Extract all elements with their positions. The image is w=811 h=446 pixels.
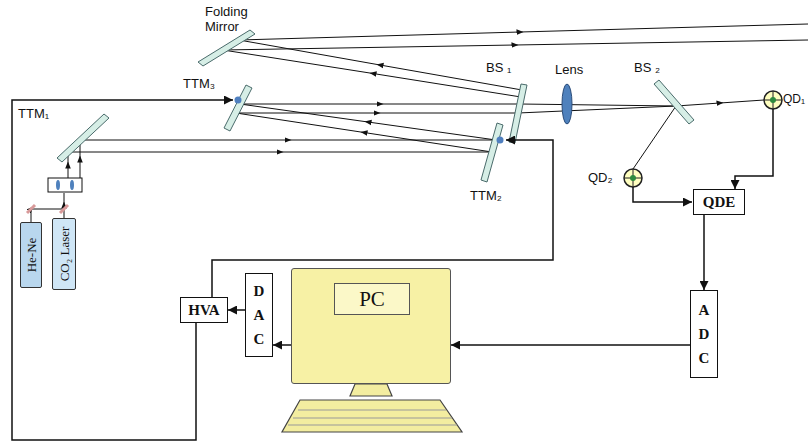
- laser-beams: [520, 104, 676, 106]
- quadrant-detector: [624, 169, 642, 187]
- small-mirrors: [60, 205, 68, 213]
- node-text: He-Ne: [24, 238, 39, 273]
- pc-monitor: PC: [291, 268, 451, 384]
- node-text: HVA: [188, 301, 219, 319]
- node-text: CO₂ Laser: [57, 227, 72, 282]
- part-label: Lens: [555, 62, 583, 77]
- laser-beams: [240, 104, 520, 105]
- quadrant-detector: [764, 91, 782, 109]
- laser-beams: [236, 113, 492, 152]
- laser-beams: [518, 106, 676, 113]
- beam-splitter: [654, 80, 694, 124]
- monitor-screen: PC: [334, 283, 410, 315]
- part-label: BS ₁: [486, 60, 511, 75]
- part-label: BS ₂: [634, 60, 660, 75]
- beam-expander: [70, 180, 74, 190]
- laser-beams: [240, 104, 496, 140]
- laser-beams: [239, 24, 808, 40]
- signal-wires: [12, 100, 773, 440]
- part-label: TTM₃: [183, 76, 215, 91]
- tip-tilt-mirror: [57, 114, 109, 162]
- quadrant-detector: [764, 91, 782, 109]
- laser-beams: [80, 140, 496, 141]
- lens-symbol: [562, 84, 572, 124]
- folding-mirror: [198, 30, 255, 66]
- quadrant-detector: [624, 169, 642, 187]
- small-mirrors: [27, 205, 68, 213]
- laser-beams: [68, 152, 492, 153]
- part-label: TTM₂: [470, 188, 502, 203]
- monitor-base: [288, 410, 457, 425]
- tip-tilt-mirror: [481, 123, 503, 182]
- laser-beams: [64, 193, 65, 218]
- signal-connector: [273, 344, 291, 346]
- node-text: PC: [359, 287, 385, 311]
- laser-beams: [676, 100, 764, 106]
- laser-beams: [223, 50, 521, 97]
- quadrant-detector: [630, 175, 636, 181]
- signal-connector: [228, 309, 245, 311]
- laser-beams: [223, 40, 808, 50]
- qde-box: QDE: [693, 189, 745, 215]
- node-text: DAC: [252, 279, 267, 351]
- beam-expander: [56, 180, 60, 190]
- part-label: QD₁: [783, 92, 805, 107]
- actuator-dot: [235, 97, 242, 104]
- mirrors: [57, 30, 694, 182]
- quadrant-detector: [624, 91, 782, 187]
- signal-connector: [451, 344, 690, 346]
- node-text: QDE: [703, 193, 736, 211]
- monitor-base: [282, 400, 462, 432]
- laser-tube: He-Ne: [20, 222, 42, 288]
- signal-connector: [703, 215, 705, 290]
- actuator-dot: [497, 137, 504, 144]
- tip-tilt-mirror: [224, 85, 252, 131]
- signal-wires: [735, 109, 773, 189]
- dac-box: DAC: [245, 273, 273, 357]
- part-label: Folding Mirror: [205, 4, 263, 34]
- monitor-base: [282, 384, 462, 432]
- signal-wires: [12, 100, 233, 440]
- beam-expander: [48, 178, 82, 192]
- part-label: TTM₁: [18, 106, 49, 121]
- quadrant-detector: [770, 97, 776, 103]
- beam-expander: [48, 178, 82, 192]
- beam-splitter: [509, 84, 527, 143]
- hva-box: HVA: [180, 297, 228, 323]
- laser-tube: CO₂ Laser: [52, 218, 76, 290]
- part-label: QD₂: [588, 170, 613, 185]
- laser-beams: [236, 113, 518, 114]
- laser-beams: [31, 24, 808, 222]
- adc-box: ADC: [690, 290, 718, 378]
- node-text: ADC: [697, 298, 712, 370]
- monitor-base: [350, 384, 392, 396]
- signal-wires: [633, 187, 692, 202]
- laser-beams: [633, 106, 676, 169]
- small-mirrors: [27, 205, 35, 213]
